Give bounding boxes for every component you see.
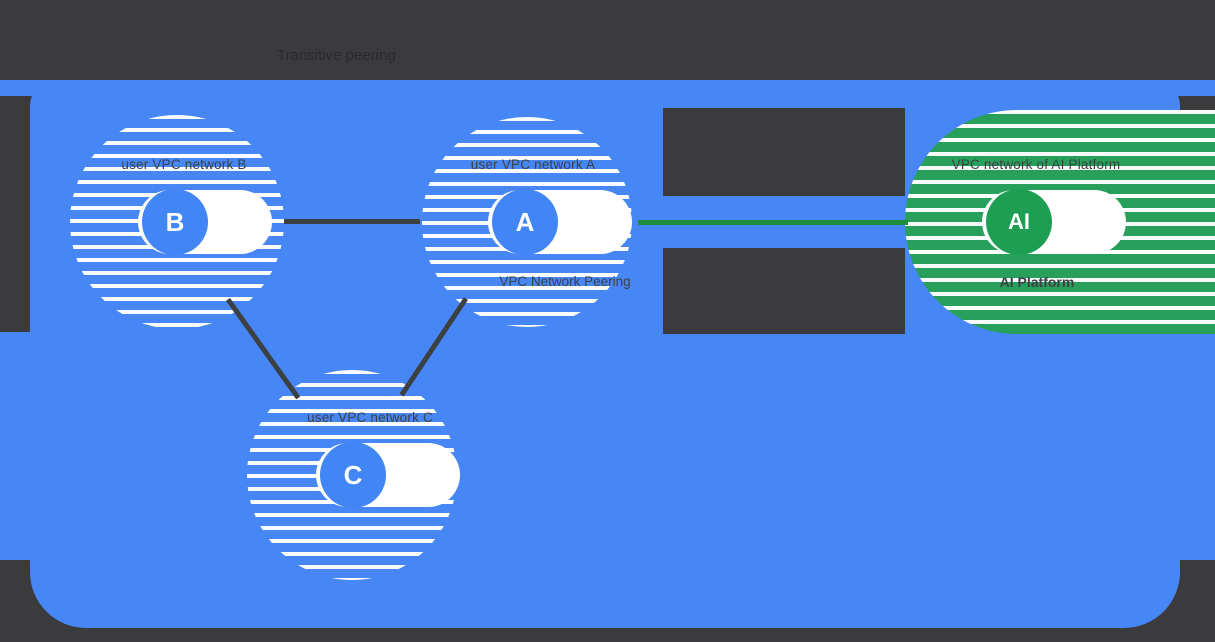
network-c-label: user VPC network C [307, 410, 433, 425]
blue-smear-band-top [0, 80, 1215, 96]
dark-smear-block-upper [663, 108, 905, 196]
vpc-network-peering-label: VPC Network Peering [499, 274, 631, 289]
peering-line-a-ai [638, 220, 908, 225]
network-a-badge: A [492, 189, 558, 255]
network-ai-label: VPC network of AI Platform [951, 157, 1121, 172]
network-b-label: user VPC network B [121, 157, 247, 172]
diagram-title: Transitive peering [277, 47, 396, 64]
network-b-badge: B [142, 189, 208, 255]
ai-platform-caption: AI Platform [999, 274, 1075, 290]
blue-smear-band-middle [0, 332, 1215, 560]
dark-smear-block-lower [663, 248, 905, 334]
network-a-label: user VPC network A [470, 157, 596, 172]
peering-line-b-a [284, 219, 420, 224]
network-ai-badge: AI [986, 189, 1052, 255]
network-c-badge: C [320, 442, 386, 508]
network-ai-circle [905, 110, 1215, 334]
